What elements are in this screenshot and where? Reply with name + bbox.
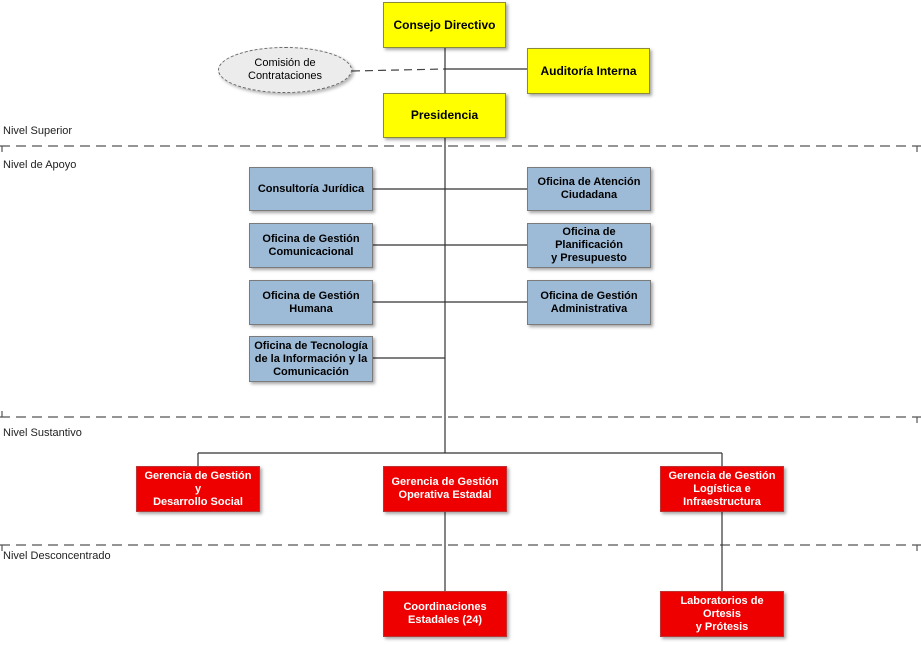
node-gerencia-desarrollo-social: Gerencia de Gestión y Desarrollo Social	[136, 466, 260, 512]
node-planificacion-presupuesto: Oficina de Planificación y Presupuesto	[527, 223, 651, 268]
node-comision-contrataciones: Comisión de Contrataciones	[218, 47, 352, 93]
node-gestion-comunicacional: Oficina de Gestión Comunicacional	[249, 223, 373, 268]
level-label-sustantivo: Nivel Sustantivo	[3, 427, 82, 439]
comision-link	[351, 68, 446, 72]
level-label-superior: Nivel Superior	[3, 125, 73, 137]
node-laboratorios-ortesis: Laboratorios de Ortesis y Prótesis	[660, 591, 784, 637]
node-coordinaciones-estadales: Coordinaciones Estadales (24)	[383, 591, 507, 637]
node-auditoria-interna: Auditoría Interna	[527, 48, 650, 94]
node-atencion-ciudadana: Oficina de Atención Ciudadana	[527, 167, 651, 211]
node-gerencia-operativa-estadal: Gerencia de Gestión Operativa Estadal	[383, 466, 507, 512]
node-presidencia: Presidencia	[383, 93, 506, 138]
level-label-desconcentrado: Nivel Desconcentrado	[3, 550, 111, 562]
node-tecnologia-informacion: Oficina de Tecnología de la Información …	[249, 336, 373, 382]
node-consejo-directivo: Consejo Directivo	[383, 2, 506, 48]
node-gestion-humana: Oficina de Gestión Humana	[249, 280, 373, 325]
node-gestion-administrativa: Oficina de Gestión Administrativa	[527, 280, 651, 325]
level-label-apoyo: Nivel de Apoyo	[3, 159, 77, 171]
node-gerencia-logistica: Gerencia de Gestión Logística e Infraest…	[660, 466, 784, 512]
node-consultoria-juridica: Consultoría Jurídica	[249, 167, 373, 211]
